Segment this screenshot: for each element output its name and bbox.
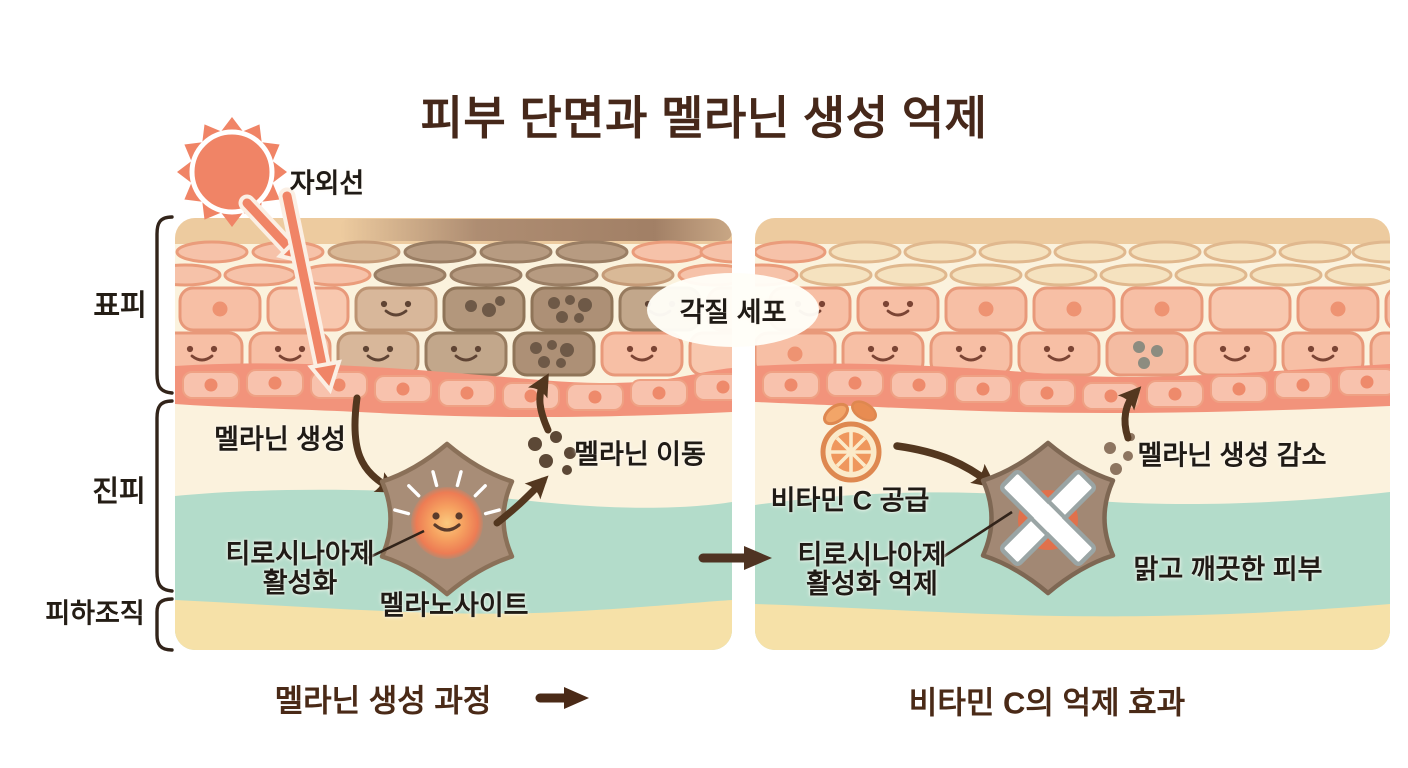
uv-label: 자외선 [289,168,365,199]
epidermis-label: 표피 [93,290,147,322]
x-mark-icon [1000,470,1096,566]
tyrosinase-line2: 활성화 [262,568,338,598]
stratum-corneum-band [755,218,1390,244]
subcutaneous-label: 피하조직 [45,598,145,629]
inhibited-melanocyte-icon [970,440,1126,596]
keratinocyte-label: 각질 세포 [679,297,787,328]
vitamin-c-orange-icon [820,400,882,483]
panel-transition-arrow [698,546,772,570]
tyrosinase-pointer-line-left [367,529,425,560]
melanin-transfer-label: 멜라닌 이동 [574,439,706,470]
left-caption: 멜라닌 생성 과정 [274,683,492,719]
tyrosinase-line2: 활성화 억제 [806,569,938,599]
subcutaneous-bracket [155,597,174,652]
melanin-granules-right [1104,433,1135,475]
melanin-production-label: 멜라닌 생성 [214,424,346,455]
dermis-label: 진피 [92,476,146,508]
melanin-granules-left [528,431,576,475]
layer-brackets [155,215,174,652]
keratinocyte-label-blob [647,273,819,347]
subcutaneous-band [755,604,1390,650]
keratinocyte-row-upper-right [768,286,1390,332]
sun-icon [177,117,287,227]
tyrosinase-inhibition-label-right: 티로시나아제 활성화 억제 [797,539,947,599]
tyrosinase-activation-label-left: 티로시나아제 활성화 [225,538,375,598]
caption-arrow [535,687,589,709]
vitamin-c-supply-label: 비타민 C 공급 [770,485,930,516]
subcutaneous-band [175,600,732,650]
melanin-transfer-arrow [528,373,552,434]
basal-layer-left [175,363,732,418]
vitamin-c-to-melanocyte-arrow [893,442,997,489]
basal-layer-right [755,363,1390,413]
page-title: 피부 단면과 멜라닌 생성 억제 [420,92,988,144]
melanocyte-icon [382,444,512,594]
dermis-bracket [155,399,174,593]
tyrosinase-line1: 티로시나아제 [225,538,375,569]
tyrosinase-line1: 티로시나아제 [797,539,947,570]
melanin-decrease-arrow [1117,386,1142,442]
epidermis-bracket [155,215,174,395]
tyrosinase-pointer-line-right [942,510,1013,559]
right-caption: 비타민 C의 억제 효과 [908,685,1186,721]
melanocyte-to-granules-arrow [493,475,549,527]
melanin-decrease-label: 멜라닌 생성 감소 [1137,440,1327,471]
clear-skin-label: 맑고 깨끗한 피부 [1133,554,1323,585]
melanocyte-label: 멜라노사이트 [379,590,529,621]
uv-damage-streak [340,219,732,241]
glow-rays [393,470,501,516]
uv-rays-arrows [238,187,342,395]
